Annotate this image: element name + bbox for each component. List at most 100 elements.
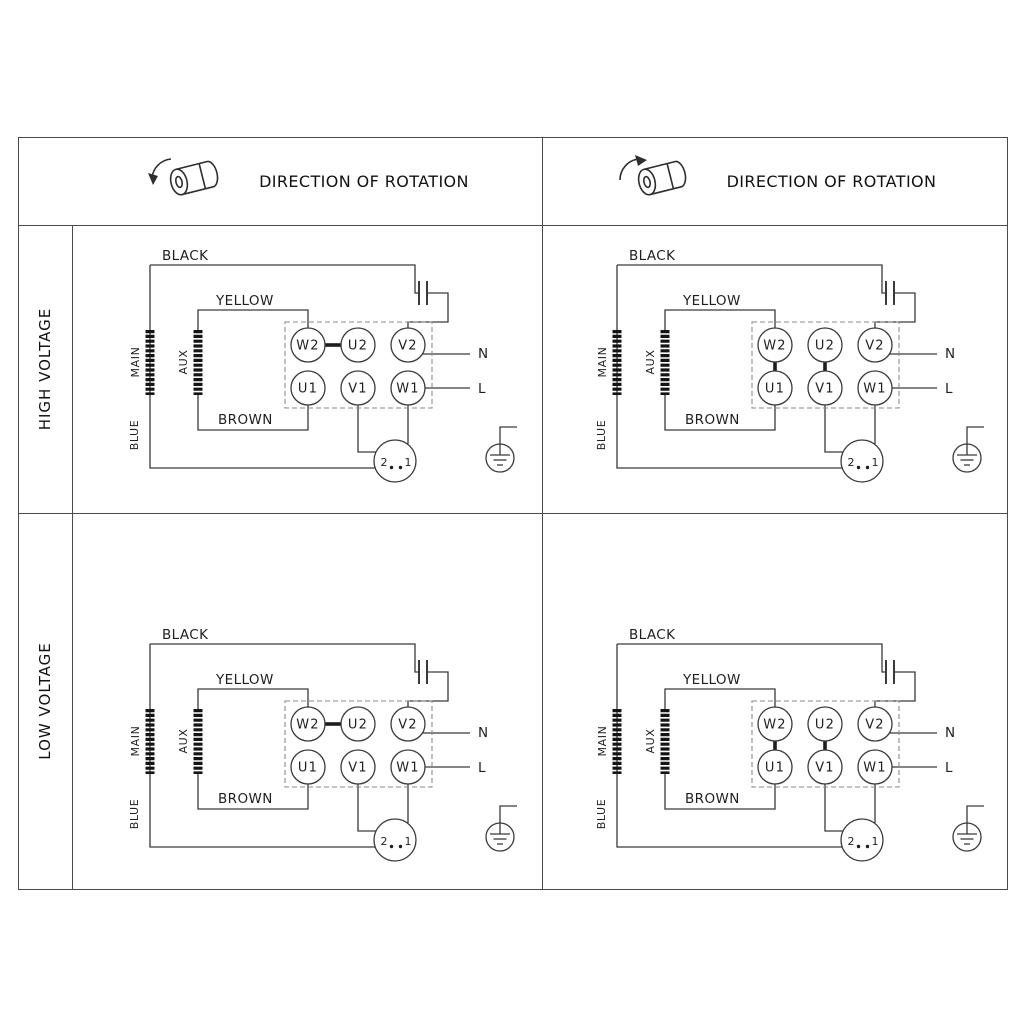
wires: [616, 264, 984, 469]
black-wire: [150, 264, 419, 294]
plug-pin-2-label: 2: [381, 835, 388, 848]
v1-to-plug-wire: [824, 405, 843, 453]
terminal-v1-label: V1: [348, 382, 368, 397]
plug-pin-2-label: 2: [381, 456, 388, 469]
terminal-u2-circle: [340, 706, 376, 742]
plug-pin-1-label: 1: [872, 456, 879, 469]
terminal-v1-circle: [340, 370, 376, 406]
main-winding-label: MAIN: [596, 726, 609, 757]
row-label-column-divider: [72, 225, 73, 889]
capacitor-to-v2-wire: [874, 292, 916, 328]
terminal-v1-circle: [807, 370, 843, 406]
capacitor-to-v2-wire: [874, 671, 916, 707]
terminal-w2-label: W2: [763, 339, 787, 354]
blue-label: BLUE: [128, 420, 141, 451]
plug-pin-dot: [398, 465, 403, 470]
earth-lead-wire: [966, 805, 984, 823]
plug-pin-dot: [865, 465, 870, 470]
terminal-block-outline: [284, 700, 433, 788]
terminal-w1-circle: [857, 370, 893, 406]
brown-label: BROWN: [218, 791, 273, 807]
terminal-w2-circle: [290, 327, 326, 363]
brown-label: BROWN: [685, 412, 740, 428]
terminal-u1-label: U1: [298, 761, 318, 776]
plug-pin-dot: [856, 844, 861, 849]
header-row-divider: [18, 225, 1007, 226]
earth-lead-wire: [966, 426, 984, 444]
neutral-label: N: [478, 725, 489, 741]
terminal-w2-circle: [757, 706, 793, 742]
neutral-label: N: [945, 346, 956, 362]
row-label-low-voltage: LOW VOLTAGE: [36, 642, 54, 760]
terminal-u2-label: U2: [815, 718, 835, 733]
brown-wire: [197, 774, 309, 810]
aux-winding-label: AUX: [644, 729, 657, 754]
direction-of-rotation-title: DIRECTION OF ROTATION: [726, 171, 937, 191]
terminal-v2-circle: [390, 327, 426, 363]
main-winding-label: MAIN: [129, 347, 142, 378]
line-label: L: [945, 381, 953, 397]
plug-pin-dot: [865, 844, 870, 849]
main-winding-label: MAIN: [129, 726, 142, 757]
terminal-u2-circle: [340, 327, 376, 363]
line-label: L: [478, 760, 486, 776]
plug-connector-circle: [373, 439, 417, 483]
brown-label: BROWN: [685, 791, 740, 807]
terminal-v1-circle: [807, 749, 843, 785]
quadrant-low-voltage-rotation-b: W2 U2 V2 U1 V1 W1 BLACK YELLOW BROWN BLU…: [595, 627, 984, 862]
brown-wire: [664, 774, 776, 810]
row-label-high-voltage: HIGH VOLTAGE: [36, 307, 54, 431]
blue-label: BLUE: [128, 799, 141, 830]
terminal-w2-label: W2: [763, 718, 787, 733]
yellow-label: YELLOW: [682, 293, 741, 309]
aux-winding-label: AUX: [177, 350, 190, 375]
plug-pin-2-label: 2: [848, 456, 855, 469]
header-cell-right: DIRECTION OF ROTATION: [542, 138, 1007, 224]
terminal-v1-label: V1: [815, 761, 835, 776]
terminal-w2-circle: [290, 706, 326, 742]
terminal-v1-circle: [340, 749, 376, 785]
black-label: BLACK: [162, 627, 209, 643]
yellow-label: YELLOW: [215, 672, 274, 688]
neutral-label: N: [478, 346, 489, 362]
quadrant-low-voltage-rotation-a: W2 U2 V2 U1 V1 W1 BLACK YELLOW BROWN BLU…: [128, 627, 517, 862]
terminal-w1-circle: [857, 749, 893, 785]
terminal-u2-label: U2: [815, 339, 835, 354]
terminal-v2-circle: [857, 327, 893, 363]
terminal-block-outline: [751, 700, 900, 788]
plug-pin-dot: [389, 844, 394, 849]
terminal-w1-label: W1: [396, 382, 420, 397]
main-winding-label: MAIN: [596, 347, 609, 378]
capacitor-to-v2-wire: [407, 292, 449, 328]
v1-to-plug-wire: [824, 784, 843, 832]
terminal-u1-label: U1: [765, 761, 785, 776]
terminal-v2-circle: [390, 706, 426, 742]
plug-pin-2-label: 2: [848, 835, 855, 848]
plug-pin-dot: [856, 465, 861, 470]
yellow-wire: [197, 309, 309, 330]
terminal-v1-label: V1: [815, 382, 835, 397]
blue-label: BLUE: [595, 799, 608, 830]
black-wire: [617, 264, 886, 294]
rotation-cw-icon: [618, 155, 686, 196]
terminal-w1-circle: [390, 749, 426, 785]
terminal-v1-label: V1: [348, 761, 368, 776]
terminal-u1-circle: [290, 749, 326, 785]
header-cell-left: DIRECTION OF ROTATION: [72, 138, 542, 224]
earth-lead-wire: [499, 426, 517, 444]
brown-label: BROWN: [218, 412, 273, 428]
terminal-v2-circle: [857, 706, 893, 742]
terminal-w2-label: W2: [296, 718, 320, 733]
line-label: L: [478, 381, 486, 397]
terminal-w2-circle: [757, 327, 793, 363]
black-label: BLACK: [162, 248, 209, 264]
aux-winding-label: AUX: [177, 729, 190, 754]
terminal-u2-circle: [807, 706, 843, 742]
v1-to-plug-wire: [357, 405, 376, 453]
terminal-v2-label: V2: [398, 718, 418, 733]
plug-pin-1-label: 1: [872, 835, 879, 848]
plug-connector-circle: [373, 818, 417, 862]
terminal-u1-circle: [757, 749, 793, 785]
v1-to-plug-wire: [357, 784, 376, 832]
